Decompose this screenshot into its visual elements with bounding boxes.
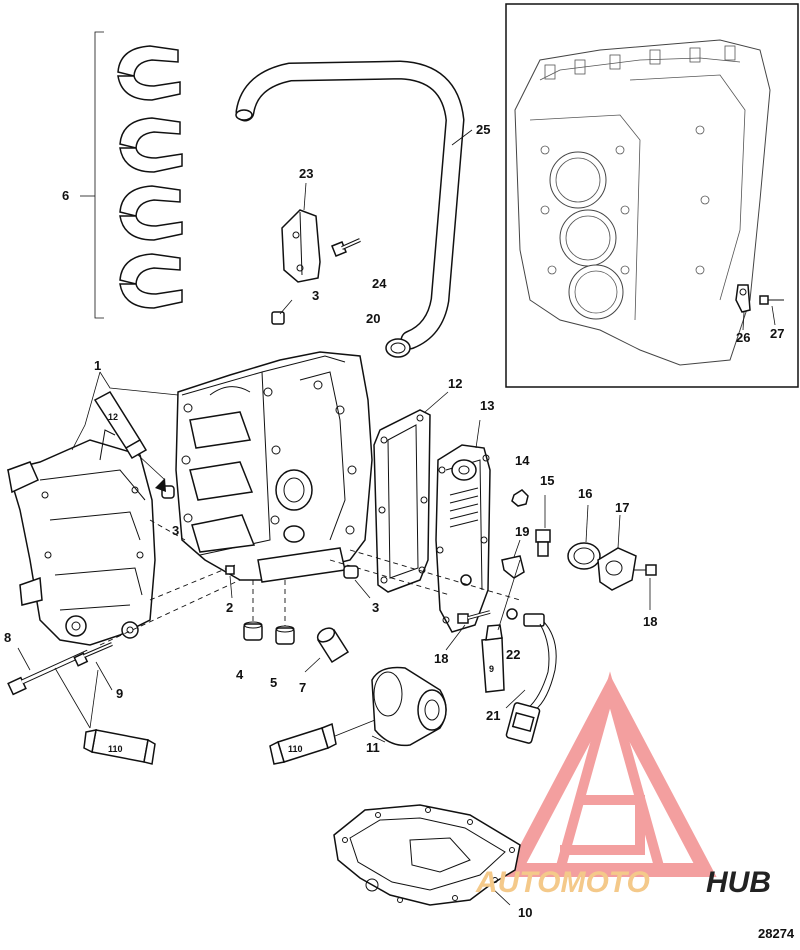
callout-25: 25 [476,122,490,137]
crankcase-cover [7,429,156,646]
lube-tube-110-center: 110 [269,722,337,765]
dowel-2 [225,565,235,575]
bolt-24 [331,238,361,257]
inset-cylinder-block [514,39,771,366]
callout-14: 14 [515,453,530,468]
callout-labels: 1 2 3 3 3 4 5 6 7 8 9 10 11 12 13 14 15 … [4,122,784,920]
callout-7: 7 [299,680,306,695]
lube-tube-9-label: 9 [489,664,494,674]
callout-23: 23 [299,166,313,181]
callout-6: 6 [62,188,69,203]
callout-20: 20 [366,311,380,326]
housing-17 [597,547,637,591]
callout-13: 13 [480,398,494,413]
callout-3-top: 3 [312,288,319,303]
cap-4 [243,621,263,641]
callout-21: 21 [486,708,500,723]
cylinder-block-main [175,351,373,583]
hose-25 [235,60,465,350]
callout-16: 16 [578,486,592,501]
plug-3-top [271,311,285,325]
lube-tube-9: 9 [481,624,505,693]
callout-27: 27 [770,326,784,341]
callout-1: 1 [94,358,101,373]
o-ring-22 [506,608,518,620]
callout-24: 24 [372,276,387,291]
callout-18-center: 18 [434,651,448,666]
fitting-15 [535,529,551,557]
sensor-21 [505,613,557,744]
lube-tube-110-left: 110 [83,729,156,765]
callout-17: 17 [615,500,629,515]
callout-12: 12 [448,376,462,391]
lube-tube-12-label: 12 [108,412,118,422]
bolt-9 [73,642,113,667]
callout-2: 2 [226,600,233,615]
bolt-18-right [634,564,657,576]
callout-3-bottom: 3 [372,600,379,615]
inset-frame [505,3,799,388]
hose-clamp-20 [385,338,411,358]
callout-3-left: 3 [172,523,179,538]
gasket-12 [373,409,431,593]
bolt-18-center [457,610,491,624]
figure-number: 28274 [758,926,795,941]
watermark-brand: AUTOMOTO HUB [475,866,771,899]
lube-tube-110-center-label: 110 [288,744,303,754]
screw-27 [759,295,784,305]
clip-26 [735,284,751,313]
callout-5: 5 [270,675,277,690]
watermark-brand-part2: HUB [706,866,771,899]
bracket-6 [94,31,104,319]
lube-tube-110-left-label: 110 [108,744,123,754]
oil-filter-11 [371,666,447,747]
lube-tube-12: 12 [93,391,148,460]
bearing-shells-6 [117,45,183,309]
elbow-19 [501,555,525,579]
cap-5 [275,625,295,645]
watermark-logo [503,671,717,877]
cover-plate-13 [435,444,491,633]
callout-15: 15 [540,473,554,488]
nut-14 [511,489,529,507]
callout-4: 4 [236,667,244,682]
callout-10: 10 [518,905,532,920]
callout-26: 26 [736,330,750,345]
gasket-10 [333,804,521,906]
plug-3-bottom [343,565,359,579]
bracket-23 [281,209,321,283]
sleeve-7 [316,627,350,664]
watermark-brand-part1: AUTOMOTO [475,866,650,899]
gasket-16 [567,542,601,570]
callout-11: 11 [366,740,380,755]
callout-22: 22 [506,647,520,662]
callout-18-right: 18 [643,614,657,629]
callout-8: 8 [4,630,11,645]
callout-19: 19 [515,524,529,539]
callout-9-left: 9 [116,686,123,701]
